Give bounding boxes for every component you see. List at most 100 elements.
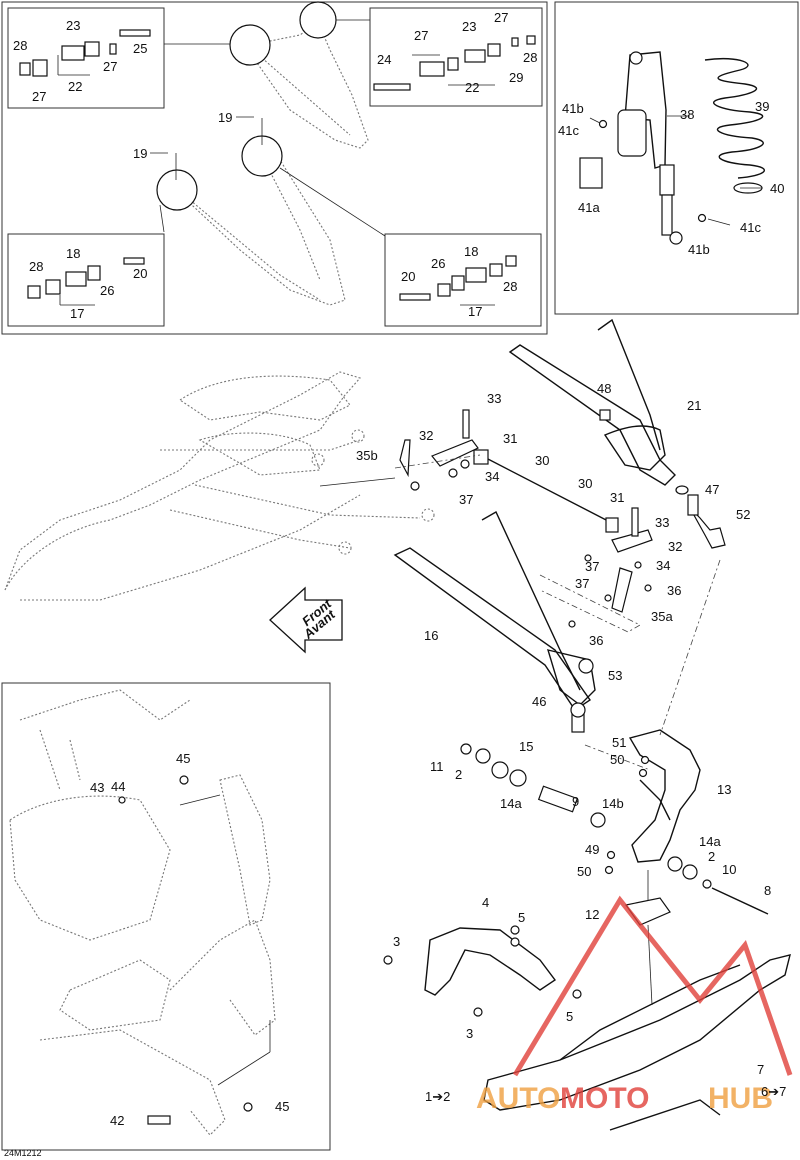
shock-panel (554, 1, 799, 315)
watermark: AUTO MOTO HUB (476, 895, 793, 1115)
callout-7: 7 (757, 1062, 764, 1077)
callout-26: 26 (431, 256, 445, 271)
callout-50: 50 (577, 864, 591, 879)
stabilizer-rod (473, 449, 619, 533)
callout-42: 42 (110, 1113, 124, 1128)
callout-52: 52 (736, 507, 750, 522)
callout-26: 26 (100, 283, 114, 298)
ski-leg (570, 702, 701, 863)
callout-12: 12 (585, 907, 599, 922)
callout-32: 32 (668, 539, 682, 554)
callout-36: 36 (667, 583, 681, 598)
callout-27: 27 (32, 89, 46, 104)
callout-35b: 35b (356, 448, 378, 463)
callout-37: 37 (459, 492, 473, 507)
callout-49: 49 (585, 842, 599, 857)
lower-a-arm (393, 511, 596, 711)
callout-28: 28 (523, 50, 537, 65)
callout-34: 34 (656, 558, 670, 573)
callout-35a: 35a (651, 609, 673, 624)
callout-33: 33 (655, 515, 669, 530)
callout-28: 28 (13, 38, 27, 53)
chassis-ghost (4, 371, 435, 601)
callout-30: 30 (578, 476, 592, 491)
callout-14b: 14b (602, 796, 624, 811)
callout-15: 15 (519, 739, 533, 754)
watermark-moto: MOTO (560, 1082, 649, 1115)
callout-43: 43 (90, 780, 104, 795)
callout-45: 45 (176, 751, 190, 766)
callout-8: 8 (764, 883, 771, 898)
bushing-set-bottom-left (27, 257, 145, 299)
callout-48: 48 (597, 381, 611, 396)
watermark-hub: HUB (708, 1082, 773, 1115)
callout-22: 22 (465, 80, 479, 95)
callout-4: 4 (482, 895, 489, 910)
callout-11: 11 (430, 759, 444, 774)
callout-20: 20 (401, 269, 415, 284)
callout-5: 5 (566, 1009, 573, 1024)
callout-31: 31 (610, 490, 624, 505)
callout-13: 13 (717, 782, 731, 797)
callout-6-to-7: 6➔7 (761, 1084, 786, 1099)
watermark-auto: AUTO (476, 1082, 560, 1115)
callout-22: 22 (68, 79, 82, 94)
callout-19: 19 (218, 110, 232, 125)
callout-27: 27 (414, 28, 428, 43)
callout-27: 27 (494, 10, 508, 25)
callout-41b: 41b (562, 101, 584, 116)
callout-1-to-2: 1➔2 (425, 1089, 450, 1104)
callout-20: 20 (133, 266, 147, 281)
callout-23: 23 (462, 19, 476, 34)
alignment-lines (394, 454, 721, 1006)
callout-16: 16 (424, 628, 438, 643)
callout-41c: 41c (740, 220, 761, 235)
callout-2: 2 (708, 849, 715, 864)
callout-27: 27 (103, 59, 117, 74)
callout-33: 33 (487, 391, 501, 406)
leg-hardware (460, 743, 769, 915)
callout-29: 29 (509, 70, 523, 85)
callout-34: 34 (485, 469, 499, 484)
callout-21: 21 (687, 398, 701, 413)
front-direction-arrow (269, 586, 343, 654)
callout-18: 18 (464, 244, 478, 259)
callout-44: 44 (111, 779, 125, 794)
bushing-set-bottom-right (399, 255, 517, 301)
upper-a-arm (508, 318, 676, 486)
callout-46: 46 (532, 694, 546, 709)
callout-30: 30 (535, 453, 549, 468)
callout-28: 28 (503, 279, 517, 294)
callout-41b: 41b (688, 242, 710, 257)
chassis-detail-panel (1, 682, 331, 1151)
upper-a-arm-panel (1, 1, 548, 335)
spring (704, 57, 765, 179)
callout-28: 28 (29, 259, 43, 274)
callout-41a: 41a (578, 200, 600, 215)
callout-2: 2 (455, 767, 462, 782)
callout-50: 50 (610, 752, 624, 767)
callout-10: 10 (722, 862, 736, 877)
callout-5: 5 (518, 910, 525, 925)
callout-19: 19 (133, 146, 147, 161)
callout-47: 47 (705, 482, 719, 497)
callout-23: 23 (66, 18, 80, 33)
callout-9: 9 (572, 794, 579, 809)
callout-53: 53 (608, 668, 622, 683)
callout-40: 40 (770, 181, 784, 196)
bushing-set-top-left (19, 29, 151, 77)
callout-17: 17 (468, 304, 482, 319)
ski-handle (383, 925, 582, 1017)
spindle-ball-joint (675, 485, 726, 549)
diagram-reference-code: 24M1212 (4, 1148, 42, 1158)
callout-37: 37 (585, 559, 599, 574)
callout-14a: 14a (500, 796, 522, 811)
callout-3: 3 (466, 1026, 473, 1041)
callout-18: 18 (66, 246, 80, 261)
callout-36: 36 (589, 633, 603, 648)
link-brackets (399, 409, 653, 628)
callout-31: 31 (503, 431, 517, 446)
callout-17: 17 (70, 306, 84, 321)
callout-45: 45 (275, 1099, 289, 1114)
